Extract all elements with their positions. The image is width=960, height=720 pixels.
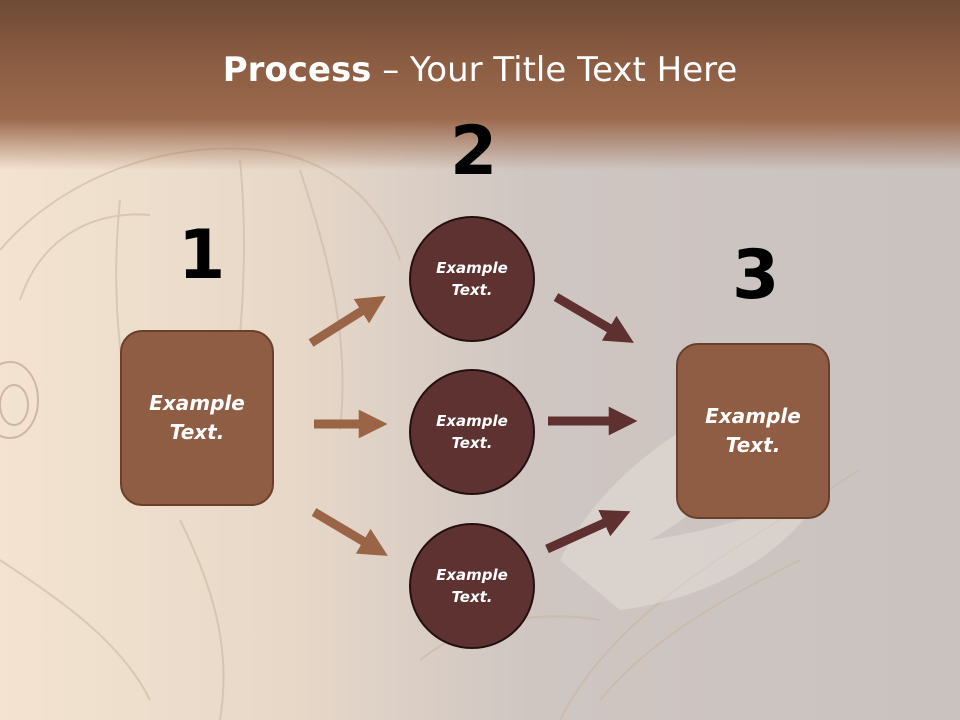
arrow-circle-bottom-to-box3 [545,509,631,554]
arrow-box1-to-circle-top [308,295,386,347]
step-3-text-line1: Example [705,404,801,428]
step-number-3: 3 [732,236,780,315]
circle-center-line1: Example [436,411,508,430]
header-band [0,0,960,170]
circle-top-line2: Text. [451,281,493,299]
arrow-circle-top-to-box3 [553,293,634,343]
step-number-1: 1 [178,216,226,295]
title-bold: Process [222,50,372,90]
arrow-box1-to-circle-bottom [311,508,388,556]
title-rest: – Your Title Text Here [371,50,738,90]
step-1-text-line1: Example [149,391,245,415]
slide-title: Process – Your Title Text Here [0,50,960,90]
circle-top-line1: Example [436,258,508,277]
step-1-text-line2: Text. [169,420,225,444]
circle-bottom-line2: Text. [451,588,493,606]
circle-center-line2: Text. [451,434,493,452]
circle-bottom-line1: Example [436,565,508,584]
step-3-text-line2: Text. [725,433,781,457]
step-number-2: 2 [450,112,498,191]
